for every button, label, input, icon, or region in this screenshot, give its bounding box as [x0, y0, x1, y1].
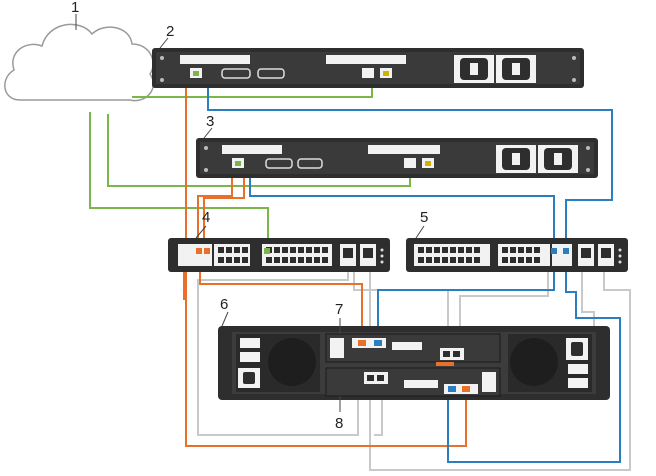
- power-socket-icon: [566, 338, 588, 360]
- server-2: [152, 48, 584, 88]
- callout-3: 3: [206, 113, 214, 130]
- switch-5: [406, 238, 628, 272]
- power-socket-icon: [538, 145, 578, 173]
- callout-4: 4: [202, 209, 210, 226]
- power-socket-icon: [454, 55, 494, 83]
- gray-cables: [197, 268, 631, 471]
- controller-8: [325, 367, 501, 397]
- power-socket-icon: [238, 368, 260, 388]
- callout-7: 7: [335, 301, 343, 318]
- callout-6: 6: [220, 296, 228, 313]
- callout-leader-6: [221, 311, 229, 327]
- power-socket-icon: [496, 145, 536, 173]
- callout-1: 1: [71, 0, 79, 16]
- storage-enclosure-6: [218, 326, 610, 400]
- callout-5: 5: [420, 209, 428, 226]
- controller-7: [325, 333, 501, 366]
- callout-leader-4: [195, 225, 207, 239]
- callout-leader-5: [415, 225, 425, 239]
- power-socket-icon: [496, 55, 536, 83]
- server-3: [196, 138, 598, 178]
- network-cloud-icon: [4, 23, 155, 102]
- callout-leader-2: [159, 37, 169, 49]
- callout-8: 8: [335, 415, 343, 432]
- callout-2: 2: [166, 23, 174, 40]
- switch-4: [168, 238, 390, 272]
- callout-leader-3: [203, 127, 213, 139]
